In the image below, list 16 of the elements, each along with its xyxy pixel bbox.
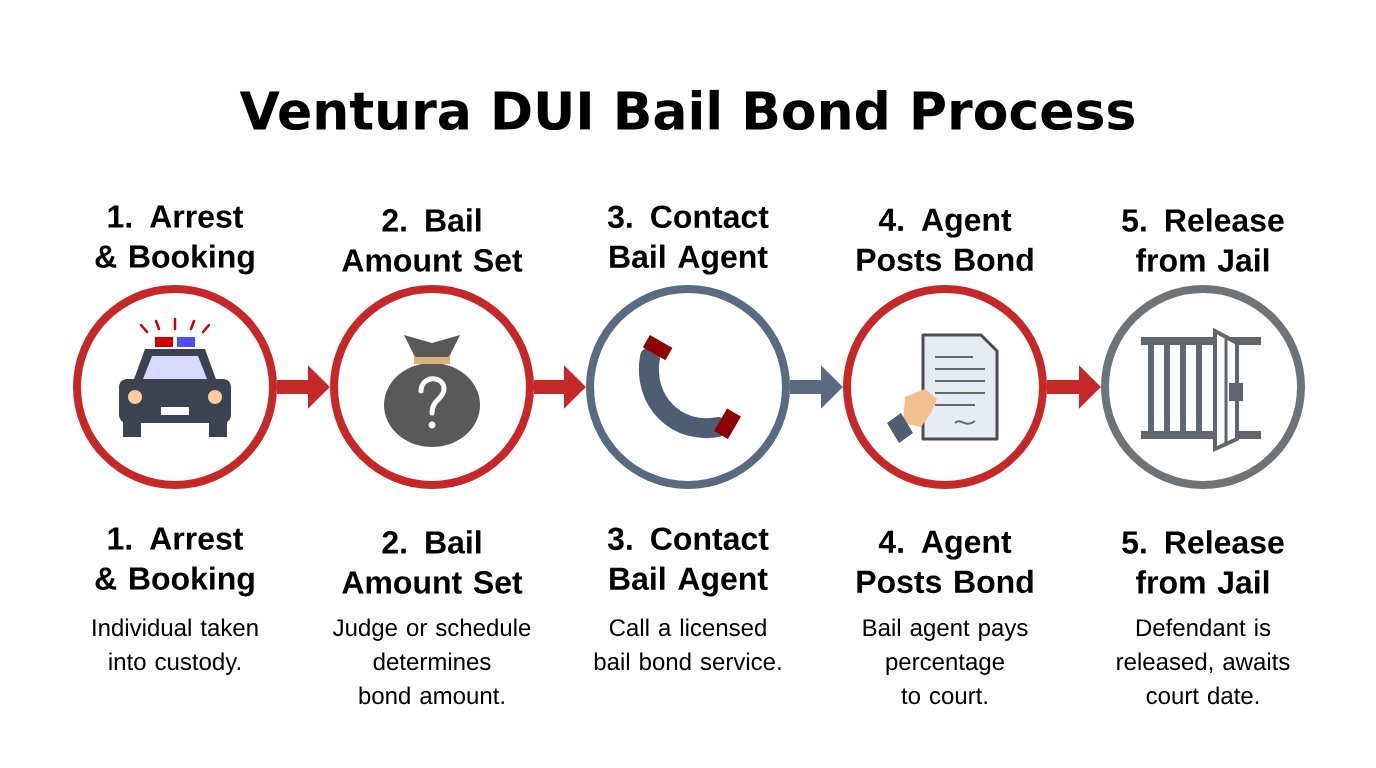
step-heading: 1. Arrest & Booking [95, 205, 254, 275]
step-heading: 2. Bail Amount Set [342, 530, 523, 594]
step-heading: 3. Contact Bail Agent [607, 205, 769, 275]
title: Ventura DUI Bail Bond Process [239, 89, 1134, 131]
step-description: Defendant is released, awaits court date. [1117, 618, 1290, 705]
step-heading: 3. Contact Bail Agent [607, 527, 769, 597]
step-description: Individual taken into custody. [93, 618, 258, 675]
step-description: Judge or schedule determines bond amount. [333, 618, 531, 705]
step-heading: 4. Agent Posts Bond [857, 208, 1033, 272]
step-heading: 2. Bail Amount Set [342, 208, 523, 272]
step-heading: 5. Release from Jail [1122, 208, 1284, 272]
step-description: Bail agent pays percentage to court. [863, 618, 1028, 705]
step-heading: 5. Release from Jail [1122, 530, 1284, 594]
step-description: Call a licensed bail bond service. [594, 618, 781, 671]
step-heading: 1. Arrest & Booking [95, 527, 254, 597]
step-heading: 4. Agent Posts Bond [857, 530, 1033, 594]
